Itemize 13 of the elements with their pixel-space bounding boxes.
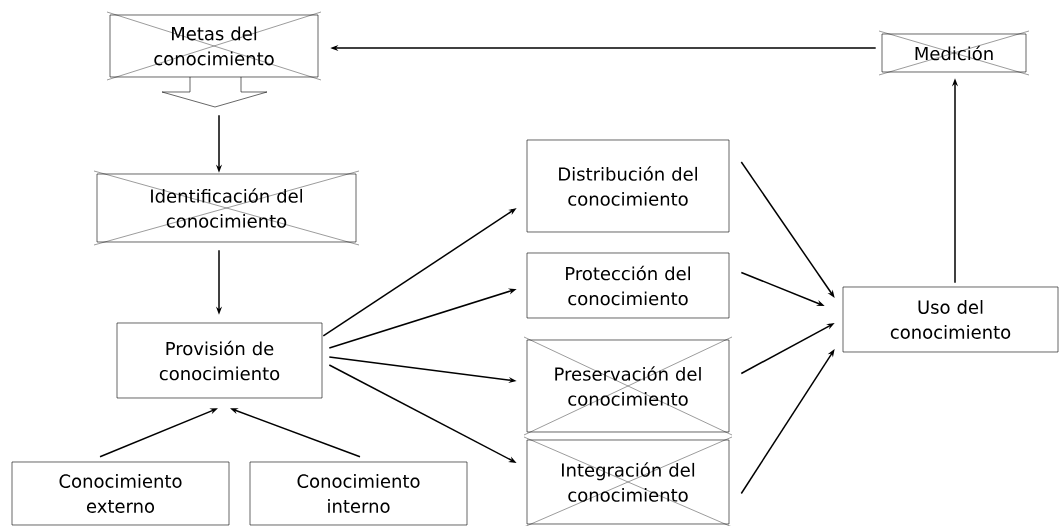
process-box: Preservación del conocimiento <box>526 339 730 433</box>
arrow <box>740 349 835 495</box>
process-box: Integración del conocimiento <box>526 439 730 525</box>
process-box: Metas del conocimiento <box>109 14 319 78</box>
process-box: Uso del conocimiento <box>842 286 1059 353</box>
arrow <box>740 161 835 298</box>
process-box: Medición <box>881 33 1027 73</box>
process-box: Identificación del conocimiento <box>96 173 357 243</box>
process-box: Protección del conocimiento <box>526 252 730 319</box>
process-box: Provisión de conocimiento <box>116 322 323 399</box>
process-box: Distribución del conocimiento <box>526 139 730 233</box>
process-box: Conocimiento interno <box>249 461 468 526</box>
process-box: Conocimiento externo <box>11 461 230 526</box>
